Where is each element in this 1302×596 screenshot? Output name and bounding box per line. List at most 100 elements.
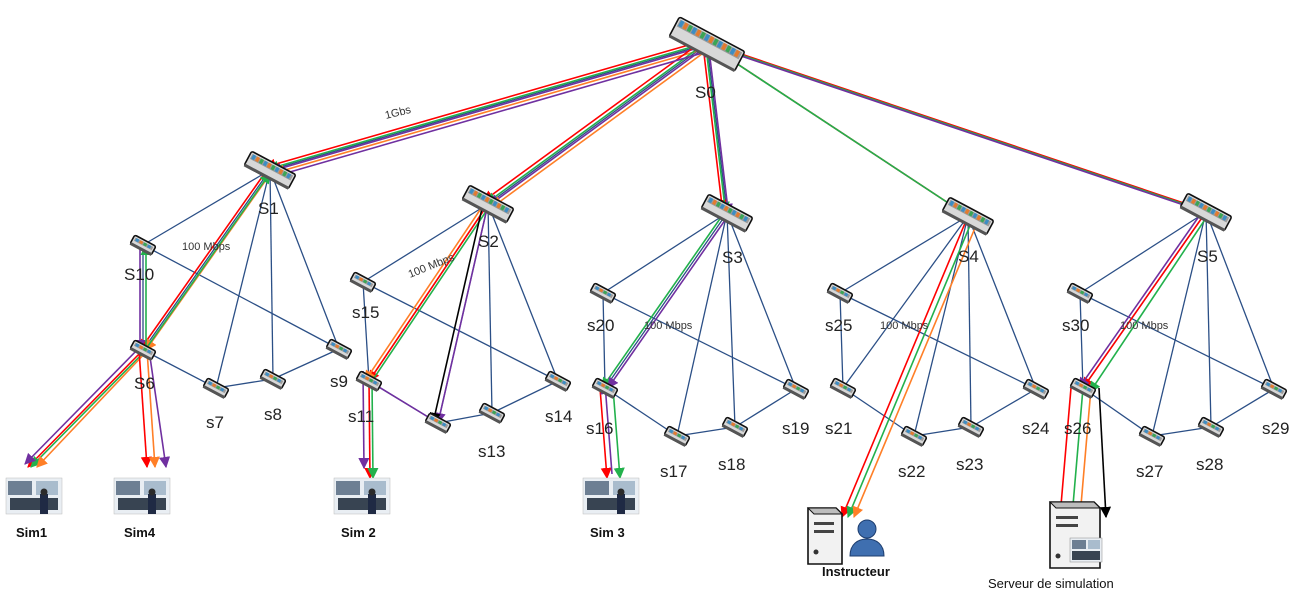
switch-s3-network-switch-icon[interactable]: [700, 194, 753, 233]
switch-s0-label: S0: [695, 83, 716, 102]
switch-s18-network-switch-icon[interactable]: [721, 416, 749, 438]
traffic-arrows: [24, 40, 1211, 519]
link-s18-s19: [734, 388, 797, 428]
switch-s19-label: s19: [782, 419, 809, 438]
switch-s7-label: s7: [206, 413, 224, 432]
traffic-arrow-orange: [146, 349, 160, 469]
traffic-arrow-green: [485, 42, 706, 204]
traffic-arrow-black: [1098, 387, 1112, 519]
traffic-arrow-green: [30, 349, 147, 468]
switch-s27-network-switch-icon[interactable]: [1138, 425, 1166, 447]
sim4-simulator-photo-icon[interactable]: [113, 477, 171, 515]
sim3-label: Sim 3: [590, 525, 625, 540]
instructeur-workstation-user-icon[interactable]: [806, 507, 885, 565]
switch-s30-network-switch-icon[interactable]: [1066, 282, 1094, 304]
switch-s6-network-switch-icon[interactable]: [129, 339, 157, 361]
link-s5-s30: [1079, 211, 1207, 294]
traffic-arrow-red: [701, 40, 727, 212]
switch-s14-label: s14: [545, 407, 572, 426]
switch-s29-network-switch-icon[interactable]: [1260, 378, 1288, 400]
switch-s28-network-switch-icon[interactable]: [1197, 416, 1225, 438]
link-s26-s27: [1082, 387, 1153, 437]
link-s5-s28: [1205, 211, 1212, 428]
switch-s22-label: s22: [898, 462, 925, 481]
link-s4-s25: [839, 215, 969, 294]
link-s3-s19: [726, 212, 797, 390]
link-s16-s17: [604, 387, 678, 437]
sim2-label: Sim 2: [341, 525, 376, 540]
group5-link-label: 100 Mbps: [1120, 320, 1169, 332]
switch-s24-label: s24: [1022, 419, 1049, 438]
switch-s24-network-switch-icon[interactable]: [1022, 378, 1050, 400]
switch-s12-network-switch-icon[interactable]: [424, 412, 452, 434]
switch-s14-network-switch-icon[interactable]: [544, 370, 572, 392]
traffic-arrow-purple: [368, 380, 439, 424]
sim4-label: Sim4: [124, 525, 156, 540]
traffic-arrow-red: [368, 203, 489, 382]
traffic-arrow-purple: [24, 346, 141, 465]
sim1-label: Sim1: [16, 525, 47, 540]
switch-s19-network-switch-icon[interactable]: [782, 378, 810, 400]
link-s1-s7: [215, 169, 271, 389]
switch-s2-network-switch-icon[interactable]: [461, 185, 514, 224]
switch-s15-network-switch-icon[interactable]: [349, 271, 377, 293]
switch-s11-network-switch-icon[interactable]: [355, 370, 383, 392]
group1-link-label: 100 Mbps: [182, 241, 231, 253]
traffic-arrow-red: [1082, 211, 1207, 389]
link-s4-s23: [967, 215, 972, 428]
traffic-arrow-purple: [600, 382, 613, 475]
traffic-arrow-purple: [275, 47, 715, 177]
link-s6-s7: [142, 349, 217, 389]
link-s0-s1: [269, 43, 708, 171]
sim3-simulator-photo-icon[interactable]: [582, 477, 640, 515]
switch-s23-network-switch-icon[interactable]: [957, 416, 985, 438]
switch-s1-network-switch-icon[interactable]: [243, 151, 296, 190]
switch-s7-network-switch-icon[interactable]: [202, 377, 230, 399]
switch-s1-label: S1: [258, 199, 279, 218]
switch-s8-network-switch-icon[interactable]: [259, 368, 287, 390]
link-s2-s13: [487, 203, 493, 414]
sim1-simulator-photo-icon[interactable]: [5, 477, 63, 515]
traffic-arrow-red: [364, 380, 376, 480]
switch-s21-network-switch-icon[interactable]: [829, 377, 857, 399]
serveur-server-icon[interactable]: [1048, 501, 1103, 569]
traffic-arrow-red: [599, 387, 612, 480]
switch-s3-label: S3: [722, 248, 743, 267]
link-s21-s22: [842, 387, 915, 437]
switch-s16-label: s16: [586, 419, 613, 438]
switch-s17-network-switch-icon[interactable]: [663, 425, 691, 447]
switch-s20-network-switch-icon[interactable]: [589, 282, 617, 304]
switch-s23-label: s23: [956, 455, 983, 474]
switch-s22-network-switch-icon[interactable]: [900, 425, 928, 447]
link-s30-s26: [1079, 292, 1084, 389]
link-s5-s29: [1205, 211, 1275, 390]
traffic-arrow-orange: [852, 215, 981, 519]
switch-s0-network-switch-icon[interactable]: [668, 16, 745, 72]
traffic-arrow-green: [371, 203, 492, 382]
switch-s2-label: S2: [478, 232, 499, 251]
switch-s10-network-switch-icon[interactable]: [129, 234, 157, 256]
switch-s26-network-switch-icon[interactable]: [1069, 377, 1097, 399]
switch-s4-network-switch-icon[interactable]: [941, 197, 994, 236]
switch-s21-label: s21: [825, 419, 852, 438]
link-s0-s3: [706, 43, 728, 214]
traffic-arrow-purple: [270, 44, 709, 174]
link-s30-s29: [1079, 292, 1275, 390]
sim2-simulator-photo-icon[interactable]: [333, 477, 391, 515]
switch-s5-network-switch-icon[interactable]: [1179, 193, 1232, 232]
switch-s25-network-switch-icon[interactable]: [826, 282, 854, 304]
traffic-arrow-green: [705, 42, 1206, 214]
switch-s9-network-switch-icon[interactable]: [325, 338, 353, 360]
link-s1-s6: [142, 169, 271, 351]
switch-s16-network-switch-icon[interactable]: [591, 377, 619, 399]
serveur-label: Serveur de simulation: [988, 576, 1114, 591]
link-s1-s9: [269, 169, 340, 350]
link-s28-s29: [1210, 388, 1275, 428]
instructeur-label: Instructeur: [822, 564, 890, 579]
link-s20-s16: [602, 292, 606, 389]
traffic-arrow-red: [139, 169, 268, 351]
traffic-arrow-green: [704, 42, 730, 214]
switch-s13-network-switch-icon[interactable]: [478, 402, 506, 424]
switch-s11-label: s11: [348, 407, 374, 426]
